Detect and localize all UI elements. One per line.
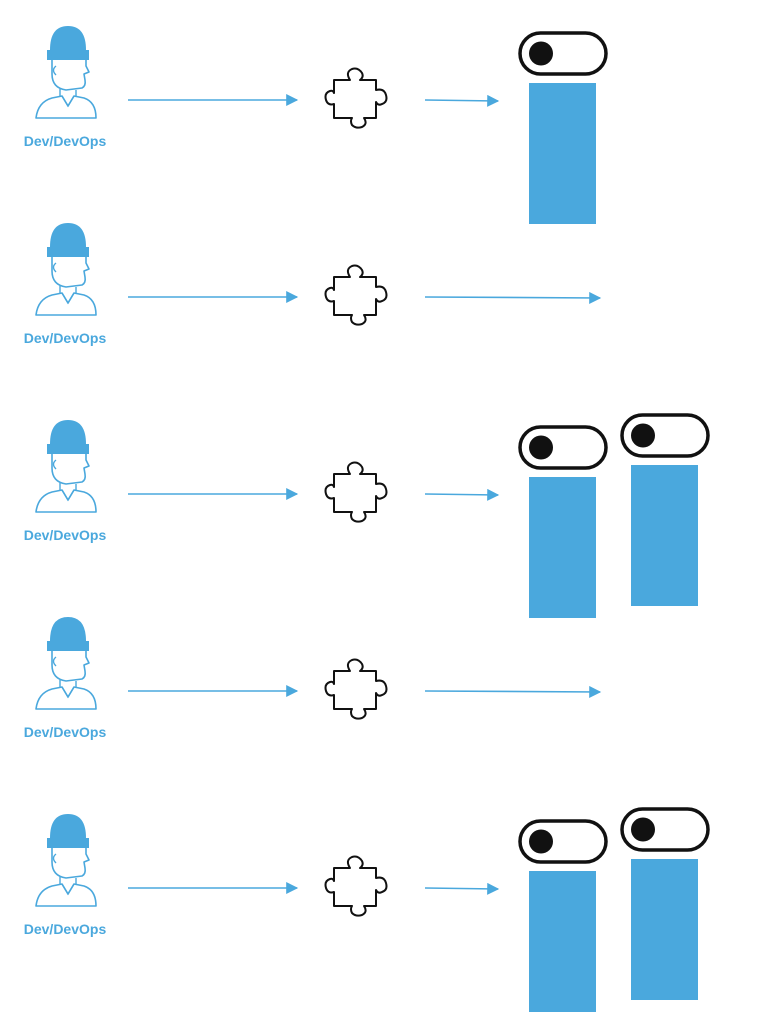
role-label: Dev/DevOps [24, 724, 107, 740]
target-block [529, 477, 596, 618]
toggle-knob [631, 423, 655, 448]
arrow-to-target [424, 291, 602, 304]
role-label: Dev/DevOps [24, 527, 107, 543]
target-block [529, 871, 596, 1012]
role-label: Dev/DevOps [24, 330, 107, 346]
flow-row: Dev/DevOps [24, 26, 608, 224]
flow-row: Dev/DevOps [24, 420, 608, 618]
toggle-knob [529, 435, 553, 460]
flow-row: Dev/DevOps [24, 617, 710, 1000]
arrow-to-target [424, 94, 500, 107]
developer-hardhat-icon [35, 814, 97, 907]
target-block [529, 83, 596, 224]
feature-toggle[interactable] [620, 807, 710, 852]
developer-hardhat-icon [35, 617, 97, 710]
toggle-knob [529, 829, 553, 854]
feature-toggle[interactable] [518, 819, 608, 864]
puzzle-piece-icon [324, 658, 388, 720]
target-block [631, 465, 698, 606]
feature-toggle[interactable] [518, 31, 608, 76]
arrow-to-target [424, 882, 500, 895]
puzzle-piece-icon [324, 461, 388, 523]
arrow-to-target [424, 488, 500, 501]
target-block [631, 859, 698, 1000]
arrow-to-target [424, 685, 602, 698]
toggle-knob [529, 41, 553, 66]
puzzle-piece-icon [324, 264, 388, 326]
puzzle-piece-icon [324, 67, 388, 129]
feature-toggle[interactable] [518, 425, 608, 470]
developer-hardhat-icon [35, 26, 97, 119]
toggle-knob [631, 817, 655, 842]
feature-toggle[interactable] [620, 413, 710, 458]
flow-row: Dev/DevOps [24, 223, 710, 606]
role-label: Dev/DevOps [24, 133, 107, 149]
developer-hardhat-icon [35, 223, 97, 316]
flow-row: Dev/DevOps [24, 814, 608, 1012]
developer-hardhat-icon [35, 420, 97, 513]
role-label: Dev/DevOps [24, 921, 107, 937]
puzzle-piece-icon [324, 855, 388, 917]
